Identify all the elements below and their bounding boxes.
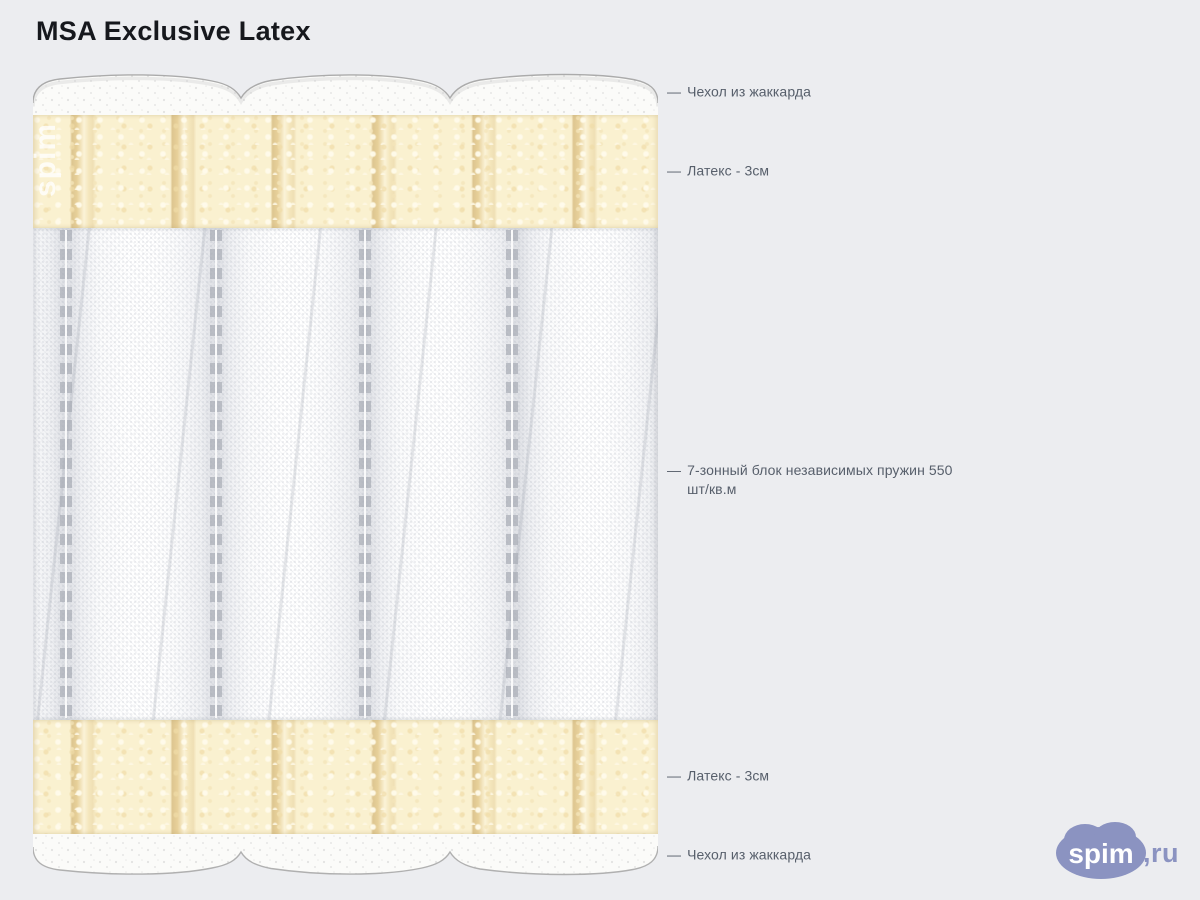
label-connector-dash: —	[667, 83, 682, 100]
logo-cloud-icon: spim	[1056, 822, 1146, 879]
page-title: MSA Exclusive Latex	[36, 16, 311, 46]
spim-logo: spim ,ru	[1056, 814, 1179, 882]
layer-label-text: Латекс - 3см	[687, 767, 770, 784]
watermark-text: spim	[33, 122, 62, 198]
layer-label-latex-bottom: — Латекс - 3см	[667, 767, 963, 786]
spring-pocket-seam	[359, 230, 371, 718]
spring-pocket-seam	[506, 230, 518, 718]
logo-suffix-text: ,ru	[1143, 837, 1180, 868]
latex-bottom-layer	[33, 720, 658, 834]
layer-label-springs: — 7-зонный блок независимых пружин 550 ш…	[667, 461, 963, 499]
label-connector-dash: —	[667, 162, 682, 179]
label-connector-dash: —	[667, 462, 682, 479]
logo-brand-text: spim	[1068, 838, 1133, 869]
spring-pocket-seam	[60, 230, 72, 718]
layer-label-latex-top: — Латекс - 3см	[667, 162, 963, 181]
label-connector-dash: —	[667, 846, 682, 863]
layer-label-text: 7-зонный блок независимых пружин 550 шт/…	[687, 462, 953, 497]
label-connector-dash: —	[667, 767, 682, 784]
cover-bottom-layer	[33, 834, 658, 876]
layer-label-cover-top: — Чехол из жаккарда	[667, 83, 963, 102]
layer-label-text: Латекс - 3см	[687, 162, 770, 179]
layer-label-text: Чехол из жаккарда	[687, 846, 812, 863]
spring-pocket-seam	[210, 230, 222, 718]
latex-top-layer	[33, 115, 658, 228]
cover-top-layer	[33, 73, 658, 116]
mattress-cross-section: spim	[33, 72, 658, 876]
layer-label-text: Чехол из жаккарда	[687, 83, 812, 100]
spring-block-layer	[33, 228, 658, 720]
layer-label-cover-bottom: — Чехол из жаккарда	[667, 846, 963, 865]
